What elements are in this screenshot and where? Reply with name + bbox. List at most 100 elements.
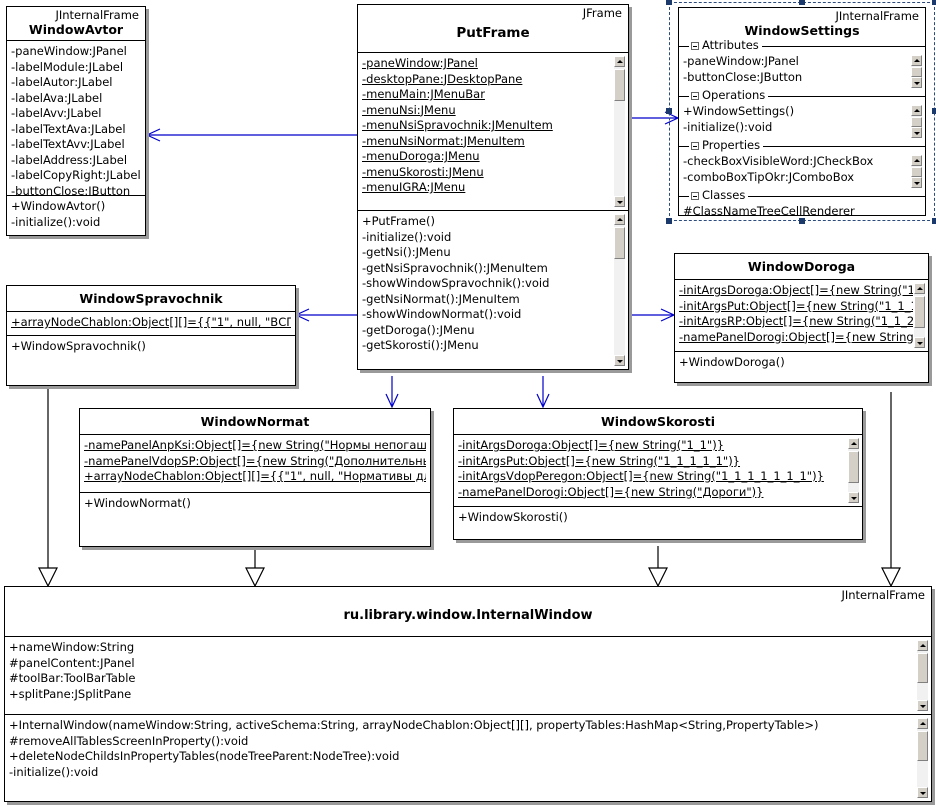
scroll-down-icon[interactable] xyxy=(614,196,625,207)
scrollbar-thumb[interactable] xyxy=(911,167,922,177)
scrollbar-thumb[interactable] xyxy=(917,731,928,761)
attributes-scrollbar[interactable] xyxy=(910,54,923,89)
attribute-row: +nameWindow:String xyxy=(9,640,135,654)
scrollbar-thumb[interactable] xyxy=(911,67,922,77)
group-header-operations[interactable]: Operations xyxy=(679,88,925,104)
class-box-windowdoroga[interactable]: WindowDoroga -initArgsDoroga:Object[]={n… xyxy=(674,253,929,383)
operation-row: -initialize():void xyxy=(9,764,99,779)
property-row: -comboBoxTipOkr:JComboBox xyxy=(683,169,855,184)
class-box-windowsettings[interactable]: JInternalFrame WindowSettings Attributes… xyxy=(678,7,926,216)
attributes-scrollbar[interactable] xyxy=(916,639,929,712)
attribute-row: -namePanelDorogi:Object[]={new String("Д… xyxy=(458,484,764,499)
attributes-compartment-windownormat: -namePanelAnpKsi:Object[]={new String("Н… xyxy=(80,435,430,493)
class-header-windownormat: WindowNormat xyxy=(80,409,430,435)
attribute-row: -menuNsi:JMenu xyxy=(362,102,456,117)
operations-compartment-internalwindow: +InternalWindow(nameWindow:String, activ… xyxy=(5,715,931,801)
operations-scrollbar[interactable] xyxy=(613,213,626,367)
operations-compartment-putframe: +PutFrame() -initialize():void -getNsi()… xyxy=(358,211,628,369)
scroll-up-icon[interactable] xyxy=(917,640,928,651)
scroll-down-icon[interactable] xyxy=(911,77,922,88)
class-box-putframe[interactable]: JFrame PutFrame -paneWindow:JPanel -desk… xyxy=(357,4,629,370)
operation-row: -initialize():void xyxy=(362,229,452,244)
scroll-down-icon[interactable] xyxy=(914,337,925,348)
collapse-minus-icon[interactable] xyxy=(691,91,699,100)
class-box-internalwindow[interactable]: JInternalFrame ru.library.window.Interna… xyxy=(4,586,932,802)
selection-handle-bottom-center[interactable] xyxy=(799,218,805,224)
attribute-row: -buttonClose:JButton xyxy=(11,183,131,196)
collapse-minus-icon[interactable] xyxy=(691,141,699,150)
group-header-attributes[interactable]: Attributes xyxy=(679,38,925,54)
stereotype-label: JFrame xyxy=(582,6,622,20)
generalization-windownormat xyxy=(245,542,265,588)
operations-scrollbar[interactable] xyxy=(910,104,923,139)
attribute-row: -labelAvv:JLabel xyxy=(11,106,102,120)
attribute-row: +arrayNodeChablon:Object[][]={{"1", null… xyxy=(84,469,426,483)
attribute-row: -labelCopyRight:JLabel xyxy=(11,168,141,182)
selection-handle-top-right[interactable] xyxy=(932,0,936,5)
selection-handle-bottom-left[interactable] xyxy=(666,218,672,224)
group-label-wrap: Classes xyxy=(689,188,749,203)
scrollbar-thumb[interactable] xyxy=(914,296,925,328)
attributes-compartment-windowskorosti: -initArgsDoroga:Object[]={new String("1_… xyxy=(454,435,862,507)
class-box-windowspravochnik[interactable]: WindowSpravochnik +arrayNodeChablon:Obje… xyxy=(6,285,296,386)
selection-handle-middle-left[interactable] xyxy=(666,108,672,114)
operation-row: +WindowNormat() xyxy=(84,496,191,510)
class-name-label: WindowAvtor xyxy=(28,22,124,37)
operations-scrollbar[interactable] xyxy=(916,717,929,799)
scroll-up-icon[interactable] xyxy=(917,718,928,729)
selection-handle-top-left[interactable] xyxy=(666,0,672,5)
class-box-windownormat[interactable]: WindowNormat -namePanelAnpKsi:Object[]={… xyxy=(79,408,431,547)
scroll-up-icon[interactable] xyxy=(614,214,625,225)
operation-row: -getNsi():JMenu xyxy=(362,245,451,259)
scroll-up-icon[interactable] xyxy=(911,105,922,116)
scroll-up-icon[interactable] xyxy=(911,155,922,166)
selection-handle-bottom-right[interactable] xyxy=(932,218,936,224)
attributes-scrollbar[interactable] xyxy=(613,55,626,208)
scroll-up-icon[interactable] xyxy=(914,283,925,294)
scrollbar-thumb[interactable] xyxy=(848,451,859,483)
attribute-row: -labelTextAvv:JLabel xyxy=(11,137,125,151)
attribute-row: -menuMain:JMenuBar xyxy=(362,87,485,101)
operation-row: +WindowSkorosti() xyxy=(458,510,568,524)
operations-compartment-windowspravochnik: +WindowSpravochnik() xyxy=(7,336,295,385)
group-rule xyxy=(679,96,925,97)
operations-compartment-windownormat: +WindowNormat() xyxy=(80,493,430,546)
class-box-windowskorosti[interactable]: WindowSkorosti -initArgsDoroga:Object[]=… xyxy=(453,408,863,540)
scroll-down-icon[interactable] xyxy=(848,492,859,503)
collapse-minus-icon[interactable] xyxy=(691,41,699,50)
group-header-properties[interactable]: Properties xyxy=(679,138,925,154)
scroll-up-icon[interactable] xyxy=(614,56,625,67)
scrollbar-thumb[interactable] xyxy=(614,227,625,259)
attributes-compartment-windowdoroga: -initArgsDoroga:Object[]={new String("1_… xyxy=(675,280,928,352)
scroll-up-icon[interactable] xyxy=(848,438,859,449)
attribute-row: -initArgsVdopPeregon:Object[]={new Strin… xyxy=(458,469,824,483)
collapse-minus-icon[interactable] xyxy=(691,191,699,200)
attributes-scrollbar[interactable] xyxy=(913,282,926,349)
group-header-classes[interactable]: Classes xyxy=(679,188,925,204)
scroll-down-icon[interactable] xyxy=(911,127,922,138)
attributes-scrollbar[interactable] xyxy=(847,437,860,504)
selection-handle-middle-right[interactable] xyxy=(932,108,936,114)
attribute-row: -menuDoroga:JMenu xyxy=(362,149,480,163)
attribute-row: -initArgsDoroga:Object[]={new String("1_ xyxy=(679,283,921,297)
attributes-compartment-windowsettings: -paneWindow:JPanel -buttonClose:JButton xyxy=(679,54,925,89)
selection-handle-top-center[interactable] xyxy=(799,0,805,5)
properties-scrollbar[interactable] xyxy=(910,154,923,189)
attribute-row: -menuNsiSpravochnik:JMenuItem xyxy=(362,118,553,132)
scrollbar-thumb[interactable] xyxy=(917,653,928,683)
properties-compartment-windowsettings: -checkBoxVisibleWord:JCheckBox -comboBox… xyxy=(679,154,925,189)
scroll-down-icon[interactable] xyxy=(614,355,625,366)
scroll-down-icon[interactable] xyxy=(911,177,922,188)
scrollbar-thumb[interactable] xyxy=(614,69,625,101)
class-box-windowavtor[interactable]: JInternalFrame WindowAvtor -paneWindow:J… xyxy=(6,6,146,236)
scroll-down-icon[interactable] xyxy=(917,700,928,711)
scroll-up-icon[interactable] xyxy=(911,55,922,66)
scroll-down-icon[interactable] xyxy=(917,787,928,798)
operation-row: -getDoroga():JMenu xyxy=(362,322,475,337)
operation-row: +WindowSpravochnik() xyxy=(11,339,146,353)
operation-row: +deleteNodeChildsInPropertyTables(nodeTr… xyxy=(9,749,400,763)
scrollbar-thumb[interactable] xyxy=(911,117,922,127)
operations-compartment-windowskorosti: +WindowSkorosti() xyxy=(454,507,862,539)
attribute-row: -paneWindow:JPanel xyxy=(362,56,478,70)
operation-row: -getNsiSpravochnik():JMenuItem xyxy=(362,260,548,275)
